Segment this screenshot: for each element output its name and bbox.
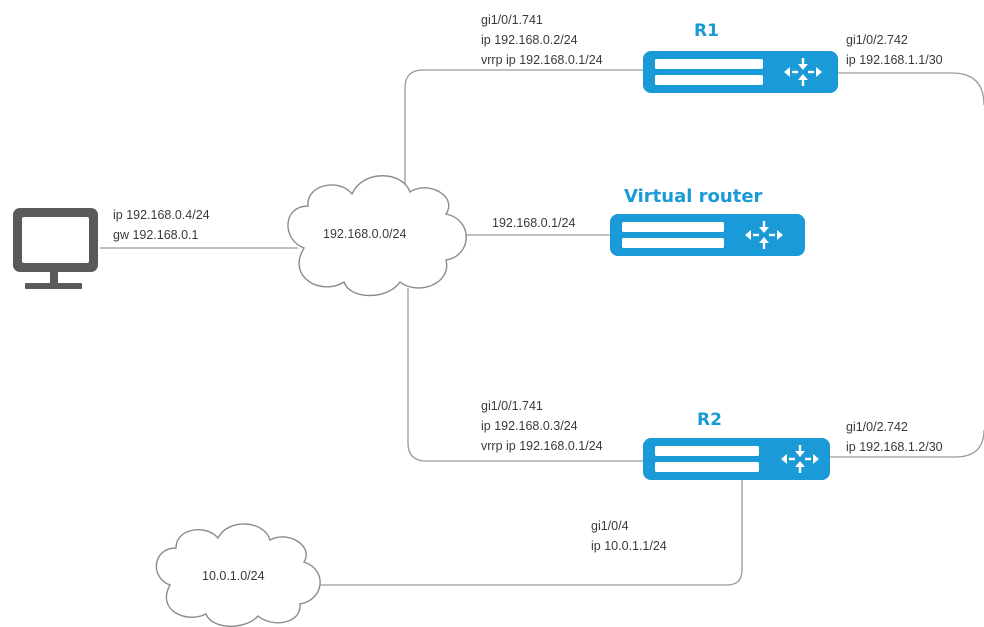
virtual-router-title: Virtual router <box>624 186 763 207</box>
router-arrows-icon <box>745 221 783 249</box>
pc <box>13 208 98 289</box>
r2-bottom-iface: gi1/0/4 <box>591 519 629 533</box>
router-port-bar <box>622 222 724 232</box>
router-port-bar <box>622 238 724 248</box>
r1-right-iface: gi1/0/2.742 <box>846 33 908 47</box>
link-lan-r1 <box>404 69 643 190</box>
r2-bottom-ip: ip 10.0.1.1/24 <box>591 539 667 553</box>
remote-cloud-label: 10.0.1.0/24 <box>202 569 265 583</box>
r1-left-ip: ip 192.168.0.2/24 <box>481 33 578 47</box>
cloud-icon <box>155 523 321 627</box>
router-r2 <box>643 438 830 480</box>
remote-cloud <box>155 523 321 627</box>
router-arrows-icon <box>784 58 822 86</box>
router-virtual <box>610 214 805 256</box>
pc-gw-label: gw 192.168.0.1 <box>113 228 199 242</box>
r2-right-ip: ip 192.168.1.2/30 <box>846 440 943 454</box>
router-icon <box>610 214 805 256</box>
r1-right-ip: ip 192.168.1.1/30 <box>846 53 943 67</box>
r1-left-vrrp: vrrp ip 192.168.0.1/24 <box>481 53 603 67</box>
lan-cloud <box>287 175 467 297</box>
router-port-bar <box>655 75 763 85</box>
r2-left-iface: gi1/0/1.741 <box>481 399 543 413</box>
cloud-icon <box>287 175 467 297</box>
r1-left-iface: gi1/0/1.741 <box>481 13 543 27</box>
r2-left-vrrp: vrrp ip 192.168.0.1/24 <box>481 439 603 453</box>
router-port-bar <box>655 462 759 472</box>
pc-ip-label: ip 192.168.0.4/24 <box>113 208 210 222</box>
r2-left-ip: ip 192.168.0.3/24 <box>481 419 578 433</box>
link-lan-r2 <box>407 288 643 462</box>
r2-right-iface: gi1/0/2.742 <box>846 420 908 434</box>
link-r1-wan <box>838 72 984 106</box>
r2-title: R2 <box>697 410 722 430</box>
link-r2-remote <box>305 480 743 586</box>
lan-cloud-label: 192.168.0.0/24 <box>323 227 407 241</box>
r1-title: R1 <box>694 21 719 41</box>
links <box>100 69 984 586</box>
monitor-icon <box>13 208 98 289</box>
router-arrows-icon <box>781 445 819 473</box>
router-icon <box>643 438 830 480</box>
router-r1 <box>643 51 838 93</box>
router-port-bar <box>655 59 763 69</box>
virtual-router-ip: 192.168.0.1/24 <box>492 216 576 230</box>
router-port-bar <box>655 446 759 456</box>
